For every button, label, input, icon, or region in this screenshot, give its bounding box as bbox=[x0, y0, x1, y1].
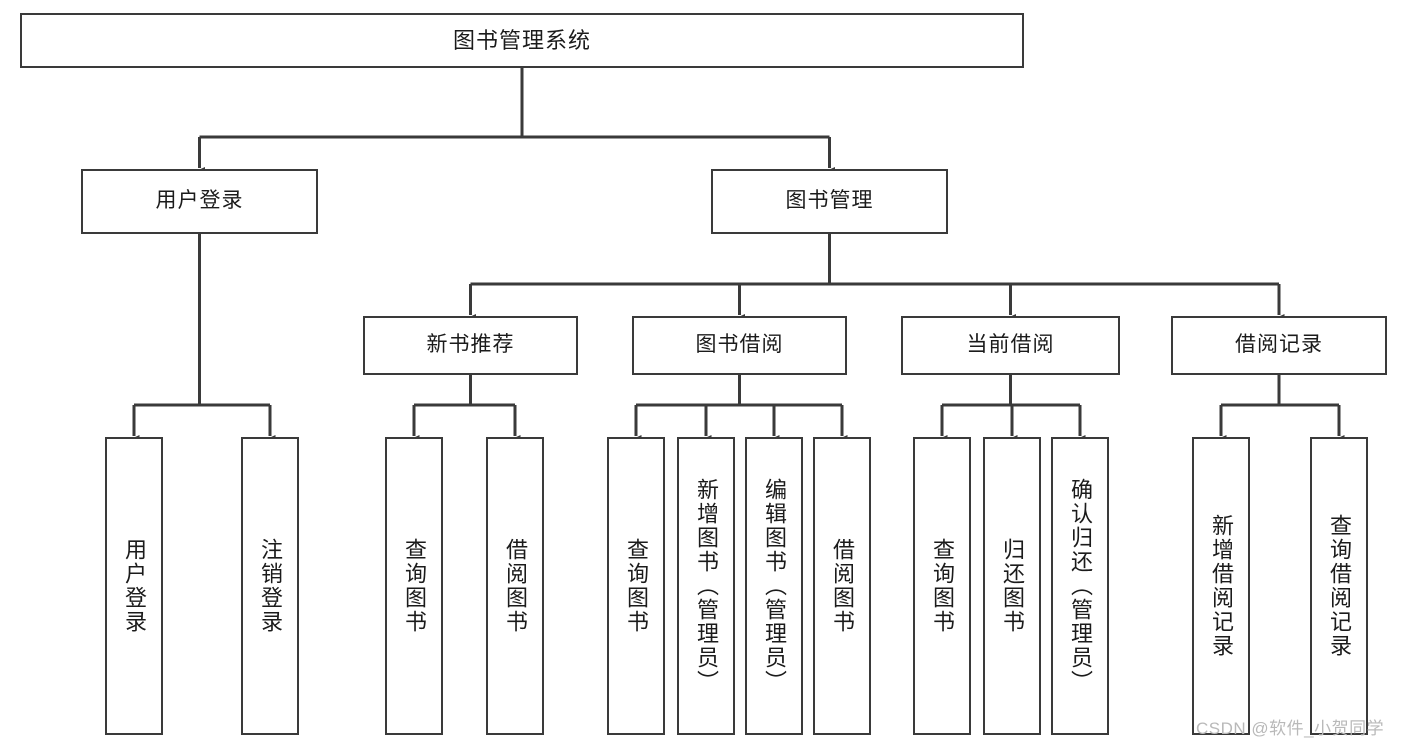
node-leaf-login-1[interactable]: 用户登录 bbox=[105, 437, 163, 735]
node-label: 确认归还（管理员） bbox=[1067, 478, 1093, 694]
node-label: 借阅图书 bbox=[502, 538, 528, 634]
node-label: 查询图书 bbox=[401, 538, 427, 634]
node-root[interactable]: 图书管理系统 bbox=[20, 13, 1024, 68]
node-label: 新增借阅记录 bbox=[1208, 514, 1234, 658]
node-label: 借阅图书 bbox=[829, 538, 855, 634]
node-label: 用户登录 bbox=[121, 538, 147, 634]
node-label: 借阅记录 bbox=[1235, 333, 1323, 357]
node-label: 新书推荐 bbox=[426, 333, 515, 357]
node-label: 用户登录 bbox=[155, 189, 244, 213]
node-leaf-borrow-2[interactable]: 新增图书（管理员） bbox=[677, 437, 735, 735]
node-label: 图书借阅 bbox=[695, 333, 784, 357]
node-label: 归还图书 bbox=[999, 538, 1025, 634]
node-leaf-new-2[interactable]: 借阅图书 bbox=[486, 437, 544, 735]
node-label: 查询图书 bbox=[623, 538, 649, 634]
node-current[interactable]: 当前借阅 bbox=[901, 316, 1120, 375]
edge-group bbox=[128, 68, 1345, 445]
node-leaf-new-1[interactable]: 查询图书 bbox=[385, 437, 443, 735]
node-leaf-login-2[interactable]: 注销登录 bbox=[241, 437, 299, 735]
node-label: 查询借阅记录 bbox=[1326, 514, 1352, 658]
node-leaf-borrow-3[interactable]: 编辑图书（管理员） bbox=[745, 437, 803, 735]
node-label: 编辑图书（管理员） bbox=[761, 478, 787, 694]
node-leaf-borrow-1[interactable]: 查询图书 bbox=[607, 437, 665, 735]
csdn-watermark: CSDN @软件_小贺同学 bbox=[1196, 719, 1385, 738]
node-leaf-borrow-4[interactable]: 借阅图书 bbox=[813, 437, 871, 735]
node-leaf-cur-2[interactable]: 归还图书 bbox=[983, 437, 1041, 735]
node-records[interactable]: 借阅记录 bbox=[1171, 316, 1387, 375]
node-leaf-cur-1[interactable]: 查询图书 bbox=[913, 437, 971, 735]
node-login[interactable]: 用户登录 bbox=[81, 169, 318, 234]
node-label: 注销登录 bbox=[257, 538, 283, 634]
node-label: 图书管理 bbox=[785, 189, 874, 213]
node-label: 当前借阅 bbox=[966, 333, 1055, 357]
node-borrow[interactable]: 图书借阅 bbox=[632, 316, 847, 375]
node-label: 新增图书（管理员） bbox=[693, 478, 719, 694]
node-leaf-rec-1[interactable]: 新增借阅记录 bbox=[1192, 437, 1250, 735]
node-leaf-cur-3[interactable]: 确认归还（管理员） bbox=[1051, 437, 1109, 735]
node-leaf-rec-2[interactable]: 查询借阅记录 bbox=[1310, 437, 1368, 735]
node-bookmgmt[interactable]: 图书管理 bbox=[711, 169, 948, 234]
node-label: 图书管理系统 bbox=[452, 27, 591, 53]
node-label: 查询图书 bbox=[929, 538, 955, 634]
node-newbook[interactable]: 新书推荐 bbox=[363, 316, 578, 375]
